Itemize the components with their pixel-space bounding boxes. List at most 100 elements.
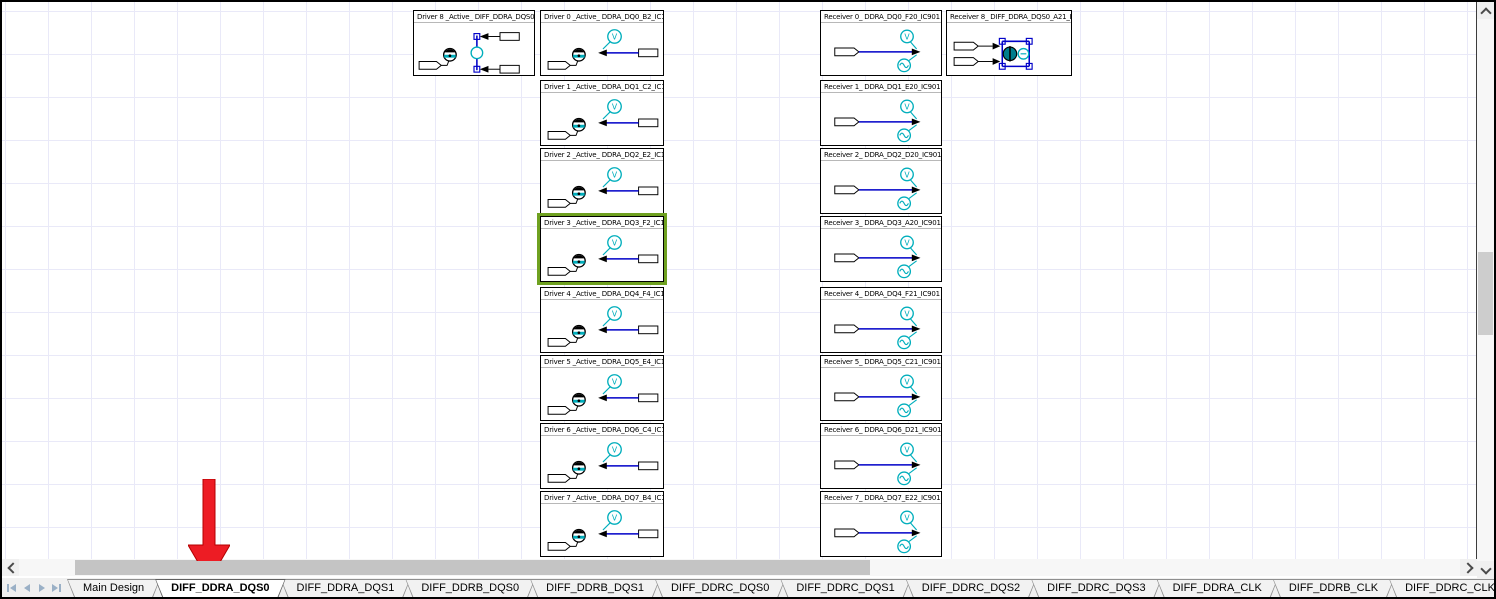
schematic-block-driver7[interactable]: Driver 7 _Active_ DDRA_DQ7_B4_IC1001 V <box>540 491 664 557</box>
tab-label: DIFF_DDRC_CLK <box>1390 580 1494 597</box>
component-box <box>638 48 659 58</box>
net-tag <box>547 474 571 483</box>
wire-arrowhead <box>598 394 607 402</box>
schematic-block-receiver7[interactable]: Receiver 7_ DDRA_DQ7_E22_IC901 V <box>820 491 942 557</box>
component-box <box>638 254 659 264</box>
tab-diff-ddrc-dqs0[interactable]: DIFF_DDRC_DQS0 <box>655 579 785 597</box>
tab-diff-ddrb-dqs0[interactable]: DIFF_DDRB_DQS0 <box>405 579 535 597</box>
scroll-up-button[interactable] <box>1477 2 1494 19</box>
voltage-probe-icon <box>900 235 914 250</box>
block-title: Driver 1 _Active_ DDRA_DQ1_C2_IC1001 <box>541 81 663 93</box>
tab-diff-ddrc-dqs3[interactable]: DIFF_DDRC_DQS3 <box>1031 579 1161 597</box>
schematic-block-receiver0[interactable]: Receiver 0_ DDRA_DQ0_F20_IC901 V <box>820 10 942 76</box>
diff-probe-icon <box>470 46 484 60</box>
next-sheet-button[interactable] <box>35 580 48 595</box>
component-box <box>638 325 659 335</box>
component-box <box>638 461 659 471</box>
horizontal-scrollbar[interactable] <box>2 559 1477 576</box>
block-symbol-diff-driver <box>414 23 534 75</box>
block-symbol-driver: V <box>541 229 663 281</box>
previous-sheet-button[interactable] <box>20 580 33 595</box>
tab-main-design[interactable]: Main Design <box>67 579 160 597</box>
schematic-canvas[interactable]: Driver 8 _Active_ DIFF_DDRA_DQS0_D3_IC10… <box>2 2 1477 561</box>
voltage-probe-icon <box>607 167 622 182</box>
tab-diff-ddrc-dqs1[interactable]: DIFF_DDRC_DQS1 <box>780 579 910 597</box>
scroll-right-button[interactable] <box>1460 559 1477 576</box>
schematic-block-receiver8[interactable]: Receiver 8_ DIFF_DDRA_DQS0_A21_IC901 <box>946 10 1072 76</box>
scroll-down-button[interactable] <box>1477 561 1494 578</box>
tab-diff-ddrc-dqs2[interactable]: DIFF_DDRC_DQS2 <box>906 579 1036 597</box>
wire-arrowhead <box>911 393 921 401</box>
wire-arrowhead <box>598 530 607 538</box>
tab-diff-ddra-dqs1[interactable]: DIFF_DDRA_DQS1 <box>281 579 411 597</box>
probe-label: V <box>612 309 618 318</box>
first-sheet-button[interactable] <box>5 580 18 595</box>
component-box <box>499 32 520 41</box>
voltage-probe-icon <box>900 510 914 525</box>
tab-diff-ddrc-clk[interactable]: DIFF_DDRC_CLK <box>1389 579 1494 597</box>
block-symbol-driver: V <box>541 368 663 420</box>
voltage-probe-icon <box>900 442 914 457</box>
schematic-block-driver2[interactable]: Driver 2 _Active_ DDRA_DQ2_E2_IC1001 V <box>540 148 664 214</box>
voltage-probe-icon <box>607 442 622 457</box>
wire-arrowhead <box>911 325 921 333</box>
schematic-block-driver0[interactable]: Driver 0 _Active_ DDRA_DQ0_B2_IC1001 V <box>540 10 664 76</box>
net-tag <box>418 61 443 70</box>
block-symbol-receiver: V <box>821 161 941 213</box>
schematic-block-receiver3[interactable]: Receiver 3_ DDRA_DQ3_A20_IC901 V <box>820 216 942 282</box>
schematic-block-receiver1[interactable]: Receiver 1_ DDRA_DQ1_E20_IC901 V <box>820 80 942 146</box>
net-tag <box>547 406 571 415</box>
schematic-block-receiver5[interactable]: Receiver 5_ DDRA_DQ5_C21_IC901 V <box>820 355 942 421</box>
schematic-block-driver5[interactable]: Driver 5 _Active_ DDRA_DQ5_E4_IC1001 V <box>540 355 664 421</box>
component-box <box>638 393 659 403</box>
block-symbol-driver: V <box>541 93 663 145</box>
vertical-scrollbar[interactable] <box>1477 2 1494 578</box>
tab-label: DIFF_DDRB_CLK <box>1274 580 1393 597</box>
chevron-left-icon <box>6 561 19 574</box>
net-tag <box>834 392 860 402</box>
tab-diff-ddrb-dqs1[interactable]: DIFF_DDRB_DQS1 <box>530 579 660 597</box>
block-title: Receiver 8_ DIFF_DDRA_DQS0_A21_IC901 <box>947 11 1071 23</box>
block-title: Receiver 1_ DDRA_DQ1_E20_IC901 <box>821 81 941 93</box>
last-sheet-button[interactable] <box>50 580 63 595</box>
wire-arrowhead <box>911 461 921 469</box>
schematic-block-driver6[interactable]: Driver 6 _Active_ DDRA_DQ6_C4_IC1001 V <box>540 423 664 489</box>
schematic-block-driver1[interactable]: Driver 1 _Active_ DDRA_DQ1_C2_IC1001 V <box>540 80 664 146</box>
component-box <box>499 64 520 74</box>
schematic-block-driver8[interactable]: Driver 8 _Active_ DIFF_DDRA_DQS0_D3_IC10… <box>413 10 535 76</box>
schematic-block-receiver6[interactable]: Receiver 6_ DDRA_DQ6_D21_IC901 V <box>820 423 942 489</box>
wire-arrowhead <box>911 254 921 262</box>
net-tag <box>547 199 571 208</box>
tab-diff-ddra-dqs0[interactable]: DIFF_DDRA_DQS0 <box>155 579 285 597</box>
voltage-probe-icon <box>607 374 622 389</box>
block-symbol-driver: V <box>541 504 663 556</box>
wire-arrowhead <box>598 49 607 57</box>
block-title: Driver 8 _Active_ DIFF_DDRA_DQS0_D3_IC10… <box>414 11 534 23</box>
sheet-nav-buttons <box>2 578 67 597</box>
block-title: Receiver 5_ DDRA_DQ5_C21_IC901 <box>821 356 941 368</box>
probe-label: V <box>904 32 910 41</box>
probe-label: V <box>904 170 910 179</box>
probe-label: V <box>904 445 910 454</box>
tab-diff-ddra-clk[interactable]: DIFF_DDRA_CLK <box>1157 579 1278 597</box>
net-tag <box>834 324 860 334</box>
schematic-block-receiver2[interactable]: Receiver 2_ DDRA_DQ2_D20_IC901 V <box>820 148 942 214</box>
horizontal-scrollbar-track[interactable] <box>19 559 1460 576</box>
net-tag <box>834 460 860 470</box>
vertical-scrollbar-track[interactable] <box>1477 19 1494 561</box>
block-title: Receiver 4_ DDRA_DQ4_F21_IC901 <box>821 288 941 300</box>
net-tag <box>834 528 860 538</box>
block-symbol-receiver: V <box>821 93 941 145</box>
vertical-scrollbar-thumb[interactable] <box>1478 252 1493 335</box>
horizontal-scrollbar-thumb[interactable] <box>75 560 870 575</box>
schematic-block-driver4[interactable]: Driver 4 _Active_ DDRA_DQ4_F4_IC1001 V <box>540 287 664 353</box>
scroll-left-button[interactable] <box>2 559 19 576</box>
schematic-block-receiver4[interactable]: Receiver 4_ DDRA_DQ4_F21_IC901 V <box>820 287 942 353</box>
schematic-block-driver3[interactable]: Driver 3 _Active_ DDRA_DQ3_F2_IC1001 V <box>537 213 667 285</box>
wire-arrowhead <box>598 187 607 195</box>
probe-label: V <box>612 170 618 179</box>
block-title: Driver 6 _Active_ DDRA_DQ6_C4_IC1001 <box>541 424 663 436</box>
tab-diff-ddrb-clk[interactable]: DIFF_DDRB_CLK <box>1273 579 1394 597</box>
chevron-up-icon <box>1479 6 1492 19</box>
